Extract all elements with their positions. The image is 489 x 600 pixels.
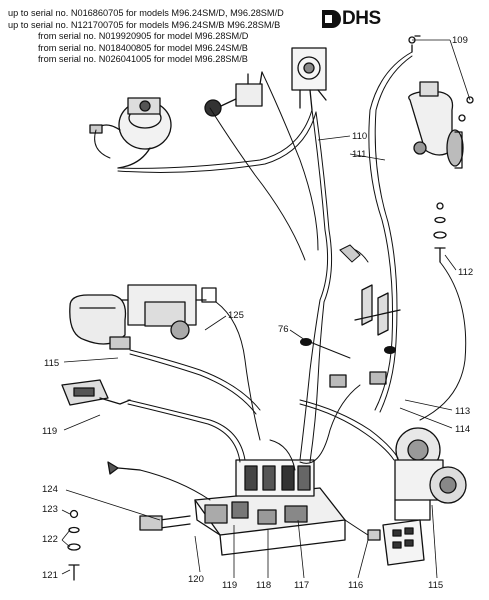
top-sensor-drawing bbox=[291, 47, 327, 111]
callout-labels: 109 110 111 112 125 76 115 113 114 119 1… bbox=[42, 35, 473, 591]
callout-122: 122 bbox=[42, 534, 58, 545]
callout-115-upper: 115 bbox=[44, 358, 59, 369]
terminal-block-drawing bbox=[367, 519, 425, 566]
logo-icon bbox=[322, 10, 341, 28]
fastener-stack-drawing bbox=[433, 202, 447, 263]
callout-123: 123 bbox=[42, 504, 58, 515]
wiring-harness bbox=[94, 51, 467, 536]
pump-drawing bbox=[394, 427, 467, 521]
serial-note: up to serial no. N121700705 for models M… bbox=[8, 19, 281, 30]
serial-note: up to serial no. N016860705 for models M… bbox=[8, 8, 284, 18]
callout-118: 118 bbox=[256, 580, 271, 591]
serial-note: from serial no. N019920905 for model M96… bbox=[38, 31, 249, 42]
callout-116: 116 bbox=[348, 580, 363, 591]
serial-notes: up to serial no. N016860705 for models M… bbox=[8, 8, 284, 66]
pressure-switch-drawing bbox=[204, 71, 263, 117]
callout-114: 114 bbox=[455, 424, 470, 435]
leader-lines bbox=[61, 39, 471, 579]
brand-logo: DHS bbox=[320, 8, 400, 30]
fan-assembly-drawing bbox=[89, 97, 172, 169]
callout-110: 110 bbox=[352, 131, 367, 142]
callout-111: 111 bbox=[352, 149, 366, 160]
callout-125: 125 bbox=[228, 310, 244, 321]
electrode-bracket-drawing bbox=[329, 284, 401, 388]
serial-note: from serial no. N018400805 for model M96… bbox=[38, 42, 248, 53]
serial-note: from serial no. N026041005 for model M96… bbox=[38, 54, 248, 65]
relay-module-drawing bbox=[61, 379, 131, 406]
callout-115-lower: 115 bbox=[428, 580, 443, 591]
control-board-drawing bbox=[139, 459, 346, 556]
callout-119-lower: 119 bbox=[222, 580, 237, 591]
callout-117: 117 bbox=[294, 580, 309, 591]
diverter-valve-drawing bbox=[408, 35, 474, 169]
callout-119-upper: 119 bbox=[42, 426, 57, 437]
brand-logo-text: DHS bbox=[342, 8, 381, 29]
gas-valve-drawing bbox=[117, 284, 217, 340]
callout-113: 113 bbox=[455, 406, 470, 417]
callout-120: 120 bbox=[188, 574, 204, 585]
callout-112: 112 bbox=[458, 267, 473, 278]
callout-109: 109 bbox=[452, 35, 468, 46]
callout-76: 76 bbox=[278, 324, 289, 335]
probe-drawing bbox=[107, 461, 141, 475]
ferrite-beads bbox=[300, 338, 396, 354]
ignition-unit-drawing bbox=[69, 294, 131, 350]
left-fastener-stack-drawing bbox=[67, 509, 81, 581]
callout-124: 124 bbox=[42, 484, 58, 495]
callout-121: 121 bbox=[42, 570, 58, 581]
